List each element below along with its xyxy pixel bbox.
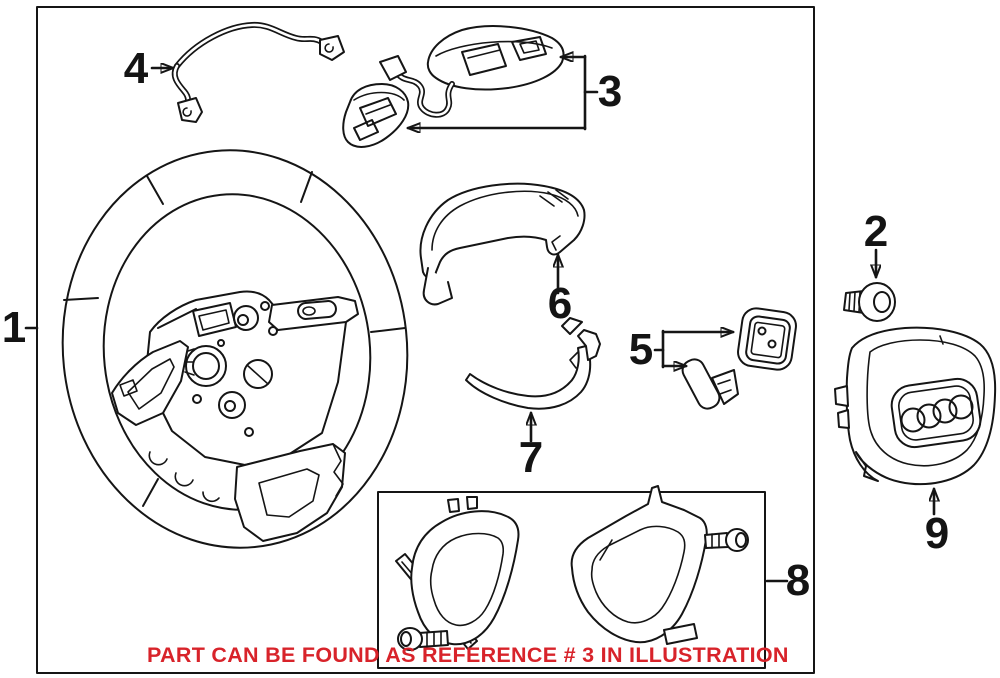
- callout-label-7: 7: [518, 433, 544, 482]
- callout-label-3: 3: [597, 67, 623, 116]
- upper-trim-illustration: [419, 182, 586, 306]
- callout-label-2: 2: [863, 207, 889, 256]
- callout-label-8: 8: [785, 556, 811, 605]
- leader-3: [408, 56, 599, 129]
- steering-wheel-illustration: [61, 149, 409, 549]
- screw-illustration: [843, 282, 896, 322]
- callout-label-1: 1: [1, 303, 27, 352]
- cover-kit-box-illustration: [377, 485, 766, 669]
- diagram-border: [36, 6, 815, 674]
- wiring-harness-illustration: [171, 21, 345, 123]
- airbag-module-illustration: [834, 326, 997, 486]
- switch-pack-illustration: [342, 25, 565, 148]
- reference-caption: PART CAN BE FOUND AS REFERENCE # 3 IN IL…: [147, 643, 789, 667]
- callout-label-4: 4: [123, 44, 149, 93]
- callout-label-9: 9: [924, 509, 950, 558]
- switch-pair-illustration: [681, 307, 797, 410]
- leader-5: [653, 331, 733, 367]
- callout-leader-lines: [24, 56, 934, 583]
- callout-label-6: 6: [547, 279, 573, 328]
- callout-label-5: 5: [628, 325, 654, 374]
- lower-trim-strip-illustration: [465, 317, 601, 410]
